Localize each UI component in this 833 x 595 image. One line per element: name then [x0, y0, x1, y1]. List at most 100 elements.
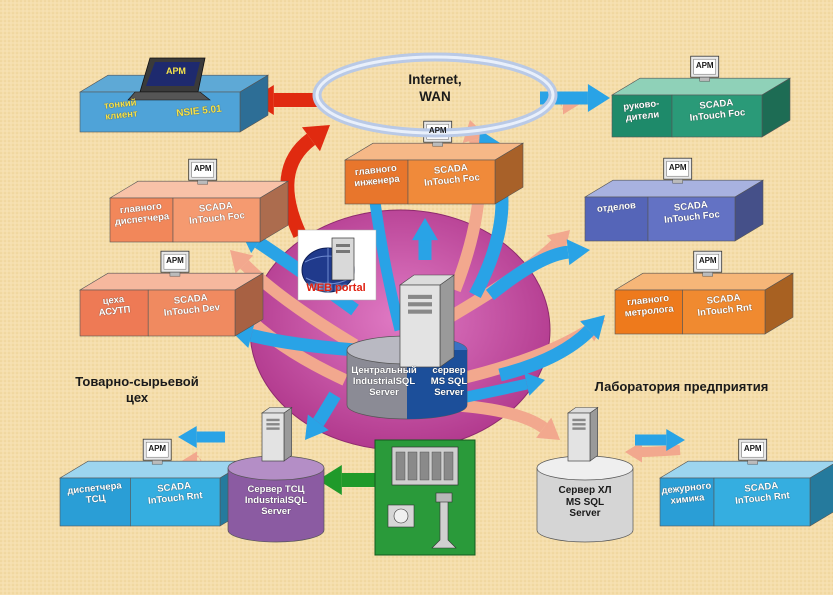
laptop-keyboard — [127, 91, 211, 101]
monitor-stand — [747, 459, 758, 465]
monitor-stand — [169, 271, 181, 277]
hl-server-db — [536, 455, 634, 543]
tsc-server-db-body — [227, 467, 325, 543]
arm-label: АРМ — [428, 126, 447, 136]
box-front-left — [109, 197, 174, 243]
workstation-duty_chemist — [658, 438, 833, 527]
arrow-blue-to-tsc-head — [305, 414, 329, 440]
tower-side — [589, 406, 599, 462]
tsc-server-tower — [261, 406, 293, 462]
arm-label: АРМ — [668, 163, 687, 173]
workstation-chief_engineer — [343, 120, 525, 205]
box-front-right — [172, 197, 261, 243]
drive-bay — [408, 302, 432, 307]
box-front-left — [659, 477, 715, 527]
arrow-blue-to-chief-engineer-head — [412, 218, 438, 241]
monitor-screen — [191, 161, 214, 178]
tsc-server-db — [227, 455, 325, 543]
cabinet-module — [407, 451, 418, 481]
drive-bay — [266, 423, 280, 426]
monitor-screen — [666, 160, 689, 177]
arrow-blue-tsc-left — [178, 426, 225, 448]
arrow-pink-5-head — [536, 417, 560, 440]
internet-label: Internet, WAN — [408, 72, 462, 104]
cabinet-module — [395, 451, 406, 481]
drive-bay — [408, 294, 432, 299]
workstation-asutp — [78, 250, 265, 337]
drive-bay — [572, 423, 586, 426]
arrow-red-web-to-internet-head — [301, 125, 330, 152]
arrow-pink-8-shaft — [641, 445, 681, 457]
arm-label: АРМ — [166, 66, 186, 76]
cabinet-module — [431, 451, 442, 481]
central-server-tower — [399, 274, 455, 368]
arrow-blue-to-tsc-shaft — [312, 391, 341, 427]
box-front-right — [130, 477, 221, 527]
box-front-right — [147, 289, 236, 337]
laboratory-section-label: Лаборатория предприятия — [594, 379, 769, 394]
arrow-red-web-to-internet-shaft — [280, 133, 316, 238]
arrow-blue-to-departments-shaft — [485, 245, 569, 301]
drive-bay — [572, 427, 586, 430]
monitor-screen — [163, 253, 187, 270]
arm-label: АРМ — [148, 444, 167, 454]
workstation-thin_client — [78, 57, 270, 133]
drive-bay — [572, 418, 586, 422]
box-front-left — [59, 477, 131, 527]
arrow-pink-8-head — [625, 441, 642, 463]
arrow-blue-to-tsc — [305, 391, 341, 440]
arrow-pink-1-head — [230, 250, 254, 274]
arm-label: АРМ — [193, 164, 212, 174]
box-top — [658, 460, 833, 479]
box-front-right — [647, 196, 736, 242]
arrow-blue-to-management-head — [587, 84, 610, 112]
workstation-tsc_dispatcher — [58, 438, 250, 527]
cabinet-module — [419, 451, 430, 481]
arrow-blue-to-management — [540, 84, 610, 112]
box-front-right — [407, 159, 496, 205]
workstation-chief_dispatcher — [108, 158, 290, 243]
monitor-screen — [693, 58, 716, 75]
drive-bay — [336, 244, 350, 247]
arrow-green-plant-to-tsc-head — [318, 465, 342, 495]
box-front-right — [713, 477, 811, 527]
arrow-green-plant-to-tsc — [318, 465, 375, 495]
gauge-icon — [393, 508, 409, 524]
web-portal-label: WEB portal — [306, 282, 366, 294]
monitor-stand — [699, 76, 710, 82]
monitor-screen — [741, 441, 764, 458]
tsc-server-label: Сервер ТСЦ IndustrialSQL Server — [244, 484, 308, 517]
box-front-left — [584, 196, 649, 242]
drive-bay — [408, 309, 432, 314]
arrow-blue-to-departments — [485, 239, 590, 301]
arrow-blue-to-metrologist-head — [580, 315, 605, 340]
arrow-blue-to-metrologist — [498, 315, 605, 382]
workstation-management — [610, 55, 792, 138]
monitor-stand — [151, 459, 163, 465]
monitor-stand — [702, 271, 713, 277]
box-front-right — [671, 94, 763, 138]
box-front-left — [344, 159, 409, 205]
sensor-head — [435, 492, 453, 503]
monitor-stand — [197, 179, 208, 185]
monitor-stand — [672, 178, 683, 184]
arrow-blue-lab-right-head — [666, 429, 685, 451]
arm-label: АРМ — [743, 444, 762, 454]
drive-bay — [266, 427, 280, 430]
arrow-pink-1 — [230, 250, 359, 351]
box-front-left — [611, 94, 673, 138]
arrow-blue-tsc-left-head — [178, 426, 197, 448]
arm-label: АРМ — [166, 256, 184, 266]
hl-server-label: Сервер ХЛ MS SQL Server — [558, 485, 612, 519]
cabinet-module — [443, 451, 454, 481]
box-front-left — [79, 289, 149, 337]
workstation-departments — [583, 157, 765, 242]
tower-side — [439, 274, 455, 368]
workstation-metrologist — [613, 250, 795, 335]
arrow-blue-to-metrologist-shaft — [498, 325, 594, 382]
arm-label: АРМ — [695, 61, 714, 71]
warehouse-section-label: Товарно-сырьевой цех — [75, 374, 199, 406]
arrow-blue-to-asutp-shaft — [249, 329, 356, 357]
hl-server-tower — [567, 406, 599, 462]
